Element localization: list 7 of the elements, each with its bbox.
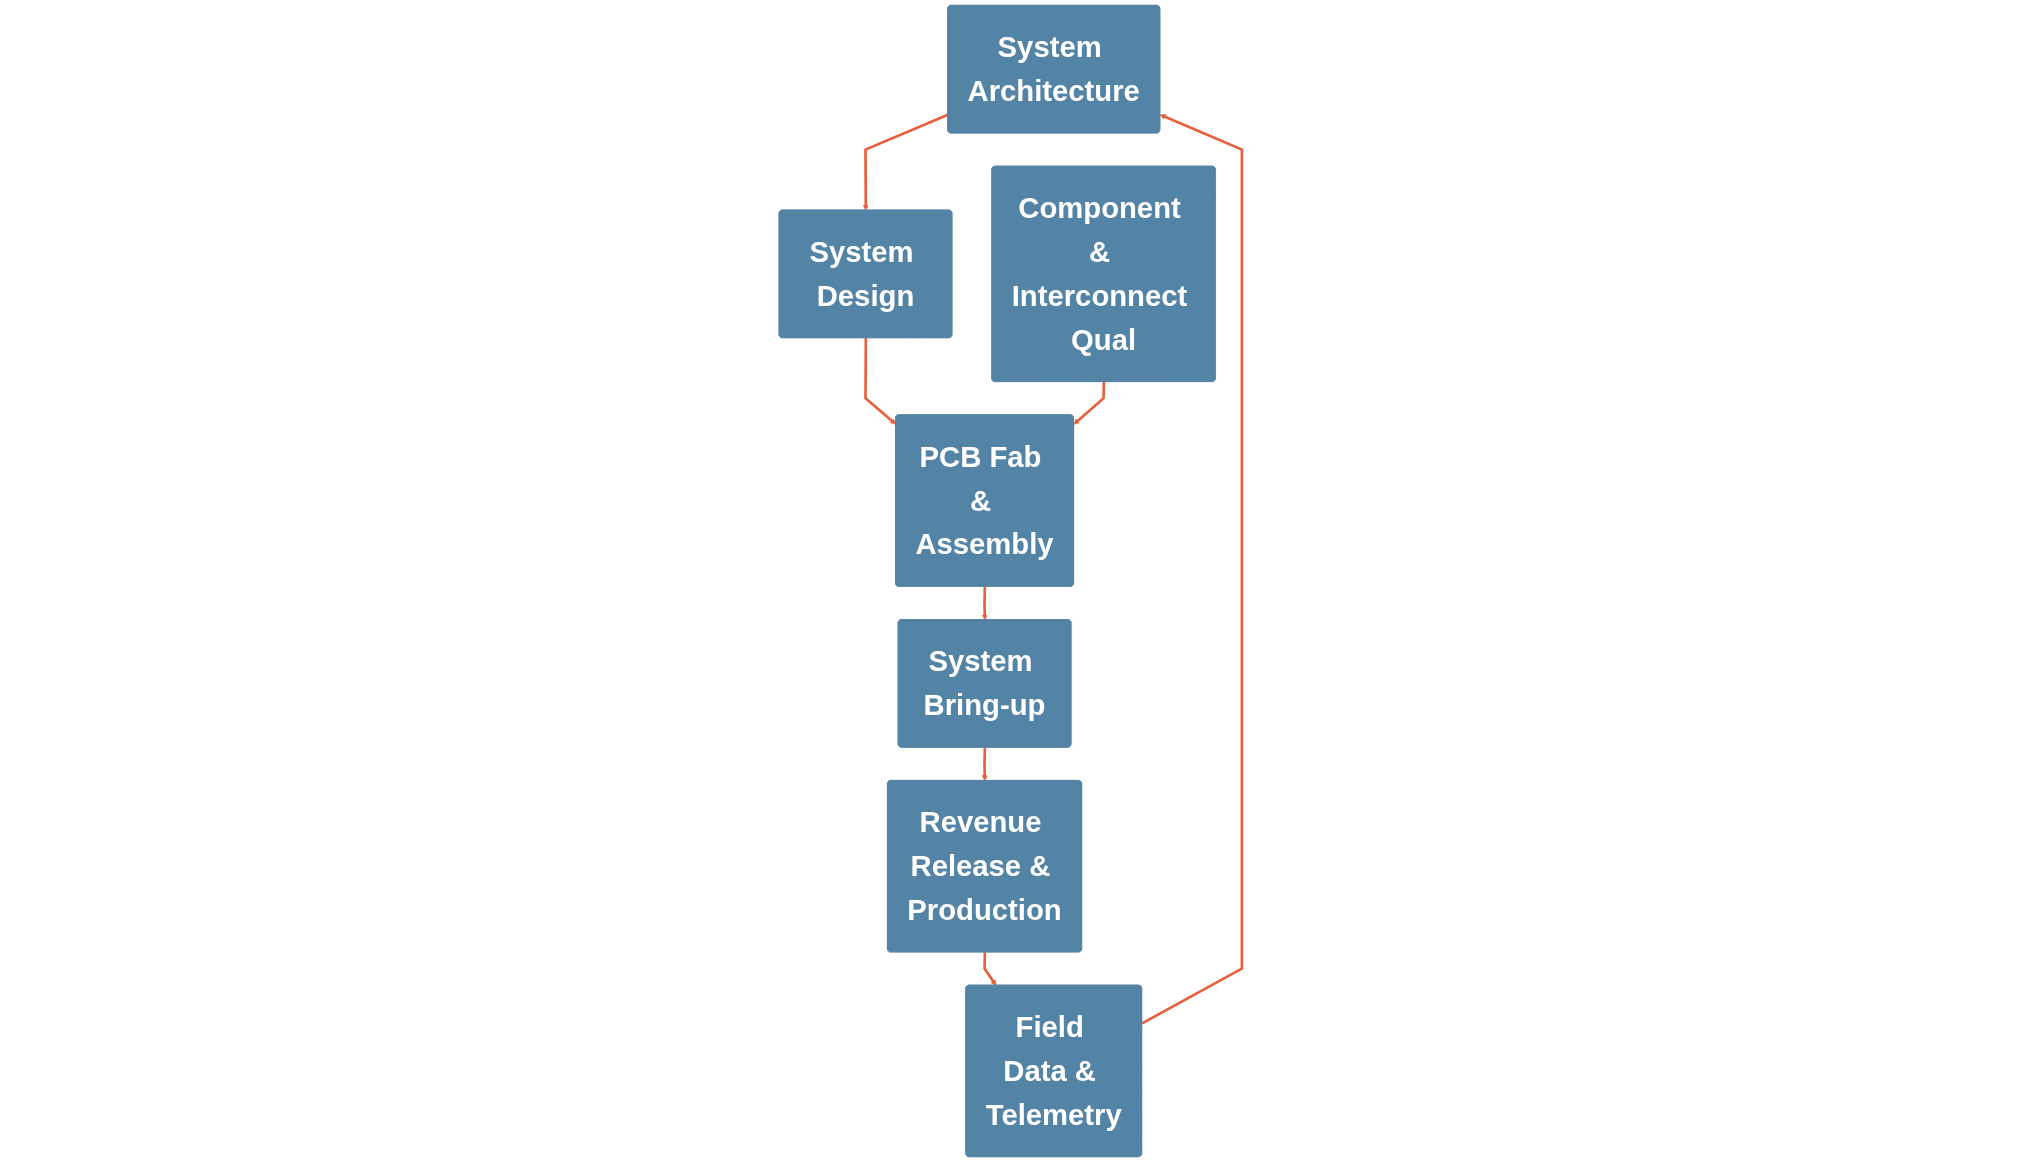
arrow [981, 586, 988, 621]
arrow [983, 952, 997, 986]
arrow [981, 747, 988, 782]
arrow [1141, 114, 1244, 1025]
arrow [864, 338, 897, 425]
arrow [862, 113, 949, 211]
arrow [1073, 381, 1106, 425]
